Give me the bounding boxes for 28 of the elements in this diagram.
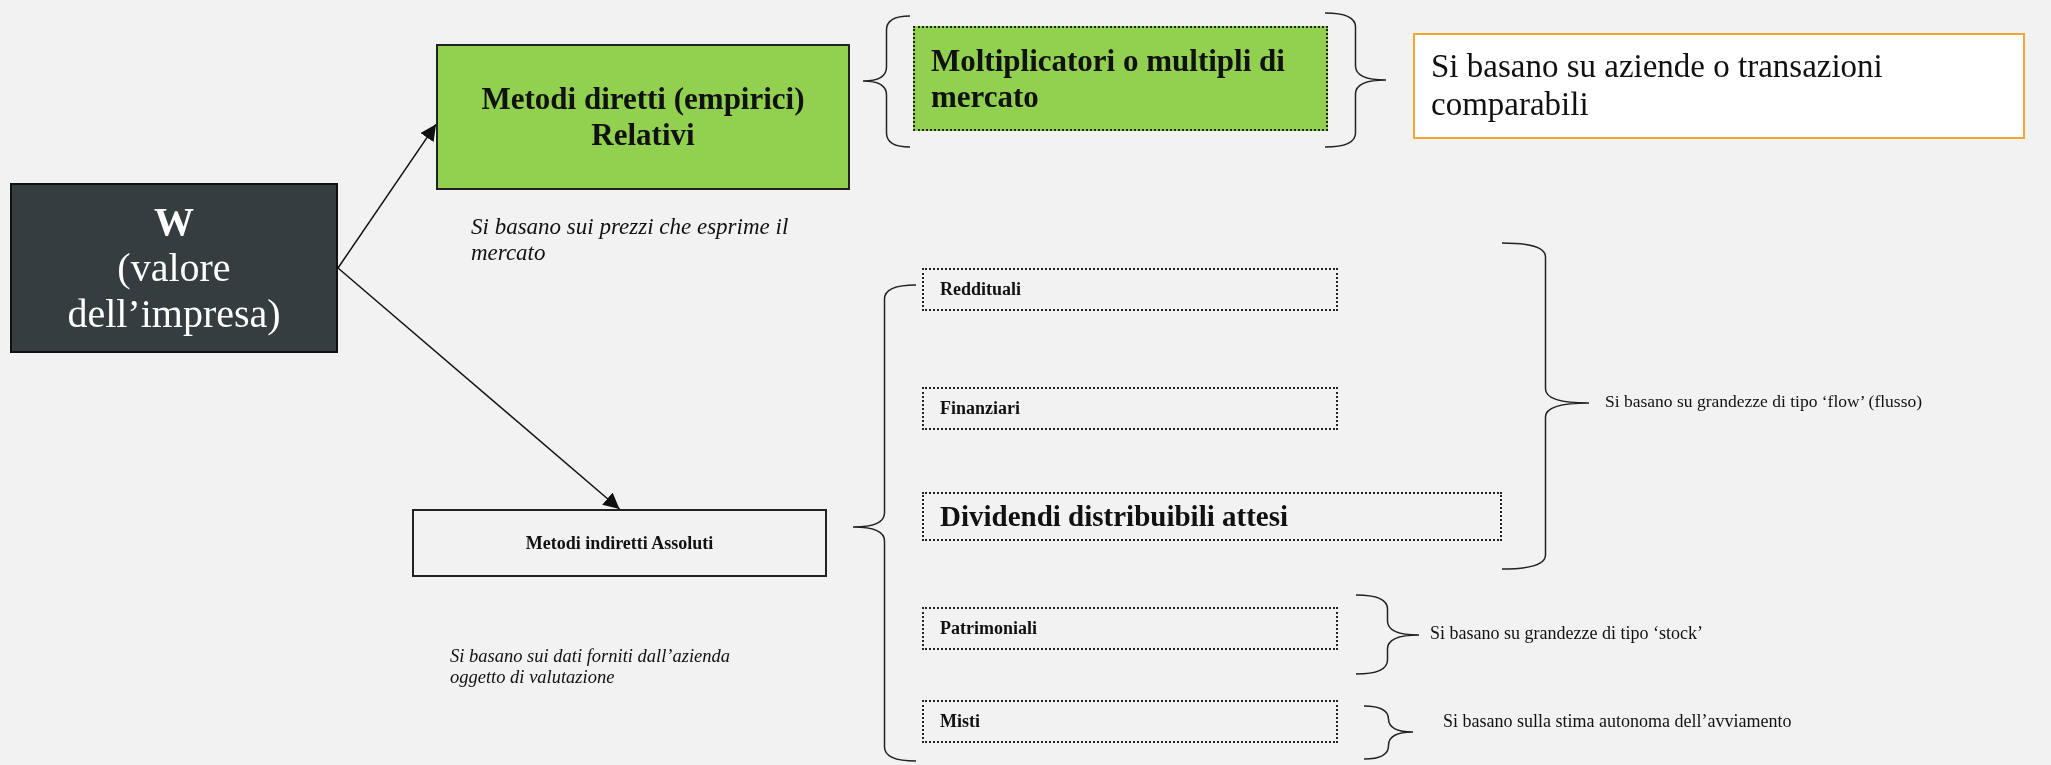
heading-text: W: [153, 199, 195, 245]
category-box: [922, 607, 1338, 650]
category-box: [922, 492, 1502, 541]
dark-box: [10, 183, 338, 353]
brace-note: Si basano su grandezze di tipo ‘flow’ (flusso): [1605, 391, 1924, 412]
italic-note: Si basano sui prezzi che esprime il mercato: [471, 214, 790, 267]
italic-note: Si basano sui dati forniti dall’azienda oggetto di valutazione: [450, 646, 732, 689]
node-text: Si basano su aziende o transazioni comparabili: [1431, 48, 1884, 124]
node-text: Dividendi distribuibili attesi: [940, 499, 1290, 534]
note-box: [1413, 33, 2025, 139]
category-box: [922, 268, 1338, 311]
category-box: [922, 387, 1338, 430]
node-text: (valore dell’impresa): [66, 245, 282, 337]
node-text: Metodi indiretti Assoluti: [524, 532, 715, 554]
node-text: Misti: [940, 711, 981, 732]
category-box: [922, 700, 1338, 743]
process-box: [913, 26, 1328, 131]
brace-note: Si basano su grandezze di tipo ‘stock’: [1430, 623, 1704, 644]
node-text: Metodi diretti (empirici) Relativi: [480, 81, 806, 153]
arrow: [337, 123, 437, 269]
brace-note: Si basano sulla stima autonoma dell’avviamento: [1443, 711, 1793, 732]
arrow: [337, 267, 621, 510]
node-text: Patrimoniali: [940, 618, 1038, 639]
process-box: [436, 44, 850, 190]
node-text: Moltiplicatori o multipli di mercato: [931, 42, 1286, 115]
node-text: Reddituali: [940, 279, 1023, 300]
process-box: [412, 509, 827, 577]
node-text: Finanziari: [940, 398, 1021, 419]
